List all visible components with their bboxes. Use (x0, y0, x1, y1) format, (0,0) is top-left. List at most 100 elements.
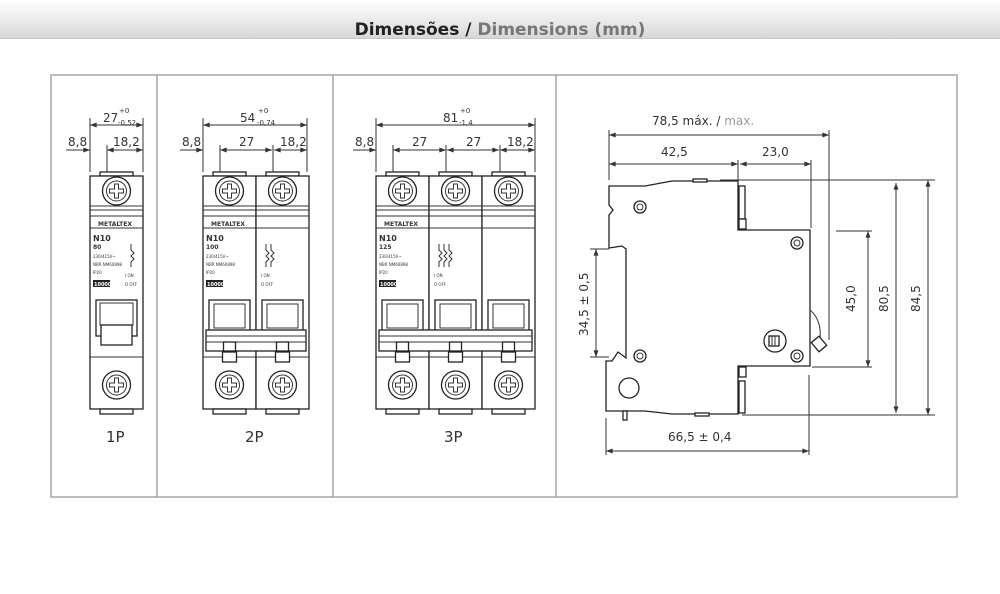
screw-icon (387, 176, 418, 206)
screw-icon (440, 370, 471, 400)
capacity-value: 10000 (94, 282, 112, 288)
label-3p: 3P (444, 428, 463, 446)
dim-width-2p: 54 (240, 111, 255, 125)
breaker-symbol-icon (265, 244, 270, 267)
dim-left: 8,8 (182, 135, 201, 149)
dim-mid: 27 (239, 135, 254, 149)
off-label: O OFF (125, 282, 138, 287)
bottom-plate (385, 408, 420, 415)
brand-logo: METALTEX (211, 221, 245, 228)
model-label: N10 (206, 234, 224, 243)
off-label: O OFF (261, 282, 274, 287)
capacity-value: 10000 (380, 282, 398, 288)
current-rating: 125 (379, 244, 392, 251)
pole-body (202, 175, 257, 410)
breaker-symbol-icon (270, 244, 275, 267)
capacity-value: 10000 (207, 282, 225, 288)
dim-mid: 27 (466, 135, 481, 149)
breaker-symbol-icon (448, 244, 453, 267)
screw-icon (214, 370, 245, 400)
off-label: O OFF (434, 282, 447, 287)
dim-width-1p: 27 (103, 111, 118, 125)
page-title: Dimensões / Dimensions (mm) (354, 20, 646, 40)
label-1p: 1P (106, 428, 125, 446)
dim-80: 80,5 (877, 285, 891, 312)
breaker-symbol-icon (130, 244, 135, 267)
bottom-plate (99, 408, 134, 415)
model-label: N10 (379, 234, 397, 243)
tol-plus: +0 (258, 107, 268, 115)
capacity-badge (206, 280, 223, 287)
on-label: I ON (125, 273, 134, 278)
brand-logo: METALTEX (98, 221, 132, 228)
screw-icon (790, 236, 804, 250)
bottom-plate (438, 408, 473, 415)
standard-label: NBR NM60898 (93, 262, 122, 267)
breaker-symbol-icon (438, 244, 443, 267)
current-rating: 80 (93, 244, 101, 251)
screw-icon (493, 176, 524, 206)
pole-body (89, 175, 144, 410)
capacity-badge (379, 280, 396, 287)
screw-icon (790, 349, 804, 363)
screw-icon (101, 176, 132, 206)
dims-2p: 54 +0 -0,74 8,8 27 18,2 2P (180, 107, 308, 446)
ip-label: IP20 (379, 270, 388, 275)
mounting-hole (618, 377, 640, 399)
dim-45: 45,0 (844, 285, 858, 312)
knob-icon (763, 329, 787, 353)
standard-label: NBR NM60898 (379, 262, 408, 267)
tol-minus: -1,4 (459, 119, 473, 127)
standard-label: NBR NM60898 (206, 262, 235, 267)
handle (434, 299, 477, 333)
on-label: I ON (261, 273, 270, 278)
breaker-symbol-icon (443, 244, 448, 267)
handle (208, 299, 251, 333)
brand-logo: METALTEX (384, 221, 418, 228)
dim-depth: 66,5 ± 0,4 (668, 430, 732, 444)
voltage-label: 230/415V~ (93, 254, 116, 259)
dim-left: 8,8 (355, 135, 374, 149)
pole-body (481, 175, 536, 410)
dim-overall: 78,5 máx. / max. (652, 114, 754, 128)
current-rating: 100 (206, 244, 219, 251)
side-view: 78,5 máx. / max. 42,5 23,0 34,5 ± 0,5 45… (577, 114, 935, 455)
screw-icon (633, 349, 647, 363)
ip-label: IP20 (206, 270, 215, 275)
voltage-label: 230/415V~ (206, 254, 229, 259)
capacity-badge (93, 280, 110, 287)
tol-minus: -0,52 (118, 119, 136, 127)
breaker-side-outline (605, 180, 811, 415)
dim-width-3p: 81 (443, 111, 458, 125)
bottom-plate (212, 408, 247, 415)
screw-icon (633, 200, 647, 214)
bottom-plate (491, 408, 526, 415)
voltage-label: 230/415V~ (379, 254, 402, 259)
ip-label: IP20 (93, 270, 102, 275)
dims-1p: 27 +0 -0,52 8,8 18,2 1P (66, 107, 144, 446)
handle (381, 299, 424, 333)
screw-icon (440, 176, 471, 206)
model-label: N10 (93, 234, 111, 243)
toggle (100, 324, 133, 346)
dims-3p: 81 +0 -1,4 8,8 27 27 18,2 3P (353, 107, 536, 446)
screw-icon (101, 370, 132, 400)
header-bar: Dimensões / Dimensions (mm) (0, 0, 1000, 40)
dim-right: 18,2 (113, 135, 140, 149)
dim-right: 18,2 (280, 135, 307, 149)
bottom-plate (265, 408, 300, 415)
screw-icon (214, 176, 245, 206)
dim-mid: 27 (412, 135, 427, 149)
screw-icon (267, 370, 298, 400)
dim-84: 84,5 (909, 285, 923, 312)
dim-left: 8,8 (68, 135, 87, 149)
common-trip-bar (205, 329, 307, 352)
pole-body (428, 175, 483, 410)
rail-clip (810, 335, 828, 353)
panel-frame (50, 74, 958, 498)
screw-icon (493, 370, 524, 400)
